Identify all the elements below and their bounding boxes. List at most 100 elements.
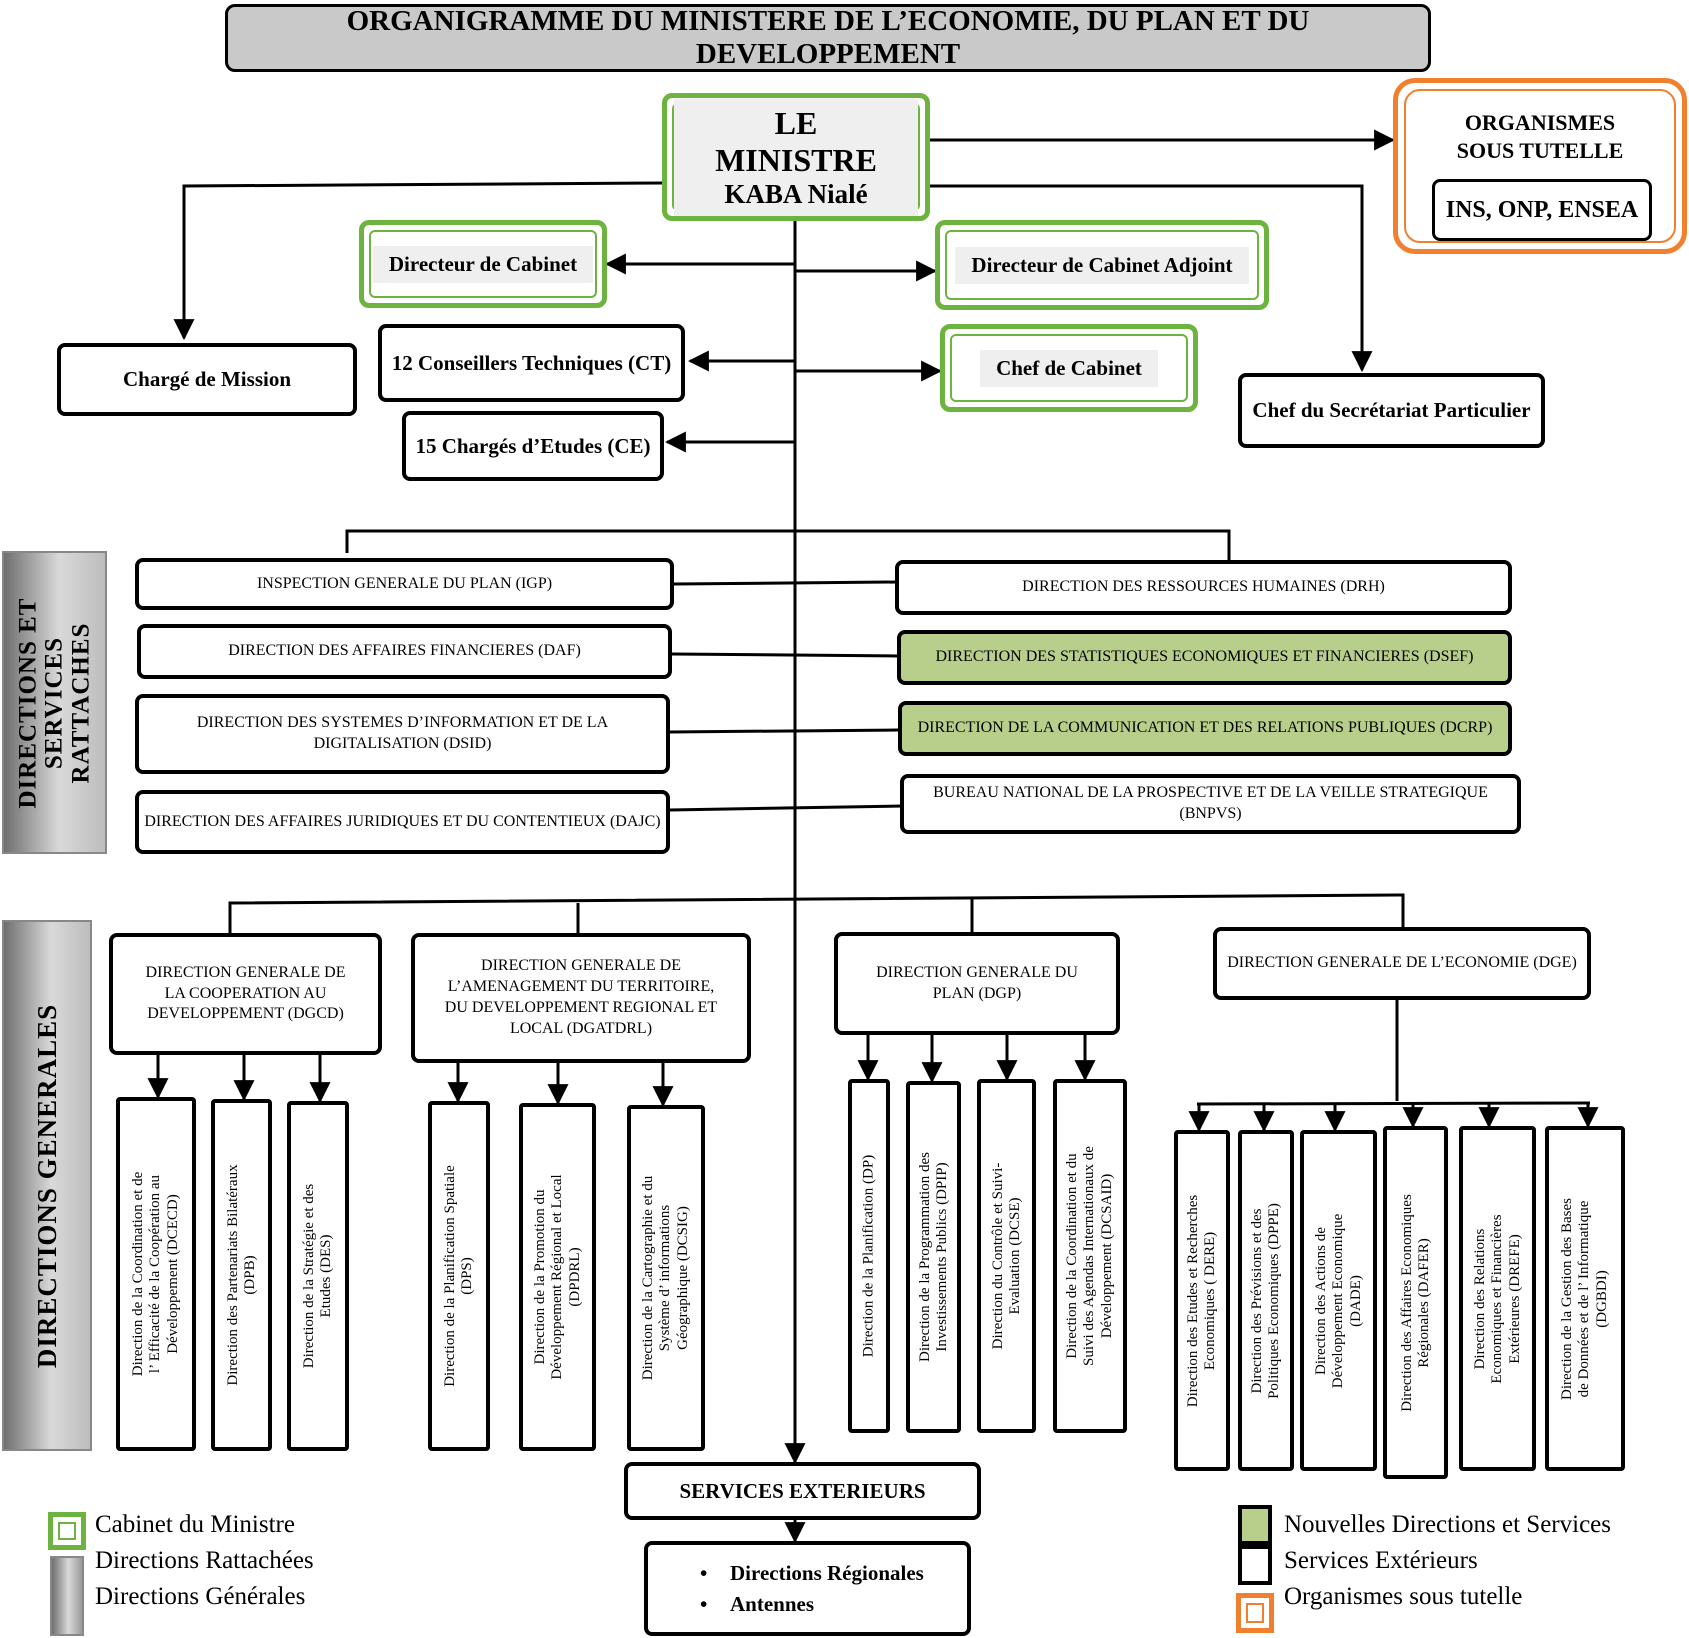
dg-dgatdrl: DIRECTION GENERALE DE L’AMENAGEMENT DU T… [411,933,751,1063]
sub-dpb: Direction des Partenariats Bilatéraux (D… [211,1099,272,1451]
dg-dgcd-label: DIRECTION GENERALE DE LA COOPERATION AU … [145,963,346,1023]
directeur-cabinet-label: Directeur de Cabinet [372,245,594,283]
services-item-regionales: •Directions Régionales [700,1561,924,1586]
rattache-dsid: DIRECTION DES SYSTEMES D’INFORMATION ET … [135,694,670,774]
sub-dcsaid: Direction de la Coordination et du Suivi… [1053,1079,1127,1433]
rattache-dajc: DIRECTION DES AFFAIRES JURIDIQUES ET DU … [135,790,670,854]
rattache-bnpvs-label: BUREAU NATIONAL DE LA PROSPECTIVE ET DE … [933,784,1488,822]
legend-swatch-cabinet [48,1512,86,1550]
sub-dgbdi-label: Direction de la Gestion des Bases de Don… [1559,1197,1610,1400]
organismes-list-text: INS, ONP, ENSEA [1445,196,1639,223]
organismes-list: INS, ONP, ENSEA [1432,179,1652,241]
organismes-title: ORGANISMES SOUS TUTELLE [1456,110,1624,163]
organismes-box: ORGANISMES SOUS TUTELLE INS, ONP, ENSEA [1393,78,1687,254]
dg-dge-label: DIRECTION GENERALE DE L’ECONOMIE (DGE) [1227,954,1577,972]
dg-dge: DIRECTION GENERALE DE L’ECONOMIE (DGE) [1213,927,1591,1000]
services-item-regionales-label: Directions Régionales [730,1561,924,1586]
rattache-daf: DIRECTION DES AFFAIRES FINANCIERES (DAF) [137,624,672,679]
legend-swatch-tutelle [1236,1593,1274,1633]
sub-dpdrl-label: Direction de la Promotion du Développeme… [531,1174,583,1380]
sub-dps: Direction de la Planification Spatiale (… [428,1101,490,1451]
legend-swatch-exterieurs [1238,1545,1272,1585]
title-text: ORGANIGRAMME DU MINISTERE DE L’ECONOMIE,… [346,5,1310,70]
sub-drefe-label: Direction des Relations Economiques et F… [1471,1213,1523,1384]
sub-dpdrl: Direction de la Promotion du Développeme… [519,1103,596,1451]
legend-nouvelles: Nouvelles Directions et Services [1284,1511,1611,1538]
side-label-generales-text: DIRECTIONS GENERALES [31,1003,62,1368]
rattache-dsid-label: DIRECTION DES SYSTEMES D’INFORMATION ET … [196,714,609,752]
sub-dcsaid-label: Direction de la Coordination et du Suivi… [1064,1146,1115,1366]
sub-dcsig-label: Direction de la Cartographie et du Systè… [640,1175,691,1381]
rattache-igp: INSPECTION GENERALE DU PLAN (IGP) [135,558,674,610]
sub-dade-label: Direction des Actions de Développement E… [1312,1213,1364,1388]
charges-etudes-box: 15 Chargés d’Etudes (CE) [402,411,664,481]
sub-dgbdi: Direction de la Gestion des Bases de Don… [1545,1126,1625,1471]
conseillers-techniques-label: 12 Conseillers Techniques (CT) [391,350,672,375]
sub-dcsig: Direction de la Cartographie et du Systè… [627,1105,705,1451]
page-title: ORGANIGRAMME DU MINISTERE DE L’ECONOMIE,… [225,4,1431,72]
sub-dpip: Direction de la Programmation des Invest… [906,1081,961,1433]
legend-cabinet: Cabinet du Ministre [95,1511,295,1538]
rattache-dsef-label: DIRECTION DES STATISTIQUES ECONOMIQUES E… [935,648,1474,666]
rattache-dcrp-label: DIRECTION DE LA COMMUNICATION ET DES REL… [917,719,1493,737]
sub-dade: Direction des Actions de Développement E… [1300,1130,1377,1471]
sub-dps-label: Direction de la Planification Spatiale (… [441,1165,475,1387]
sub-des: Direction de la Stratégie et des Etudes … [287,1101,349,1451]
services-item-antennes: •Antennes [700,1591,815,1616]
rattache-dajc-label: DIRECTION DES AFFAIRES JURIDIQUES ET DU … [144,812,661,830]
chef-cabinet-label: Chef de Cabinet [980,349,1158,387]
chef-cabinet-box: Chef de Cabinet [940,324,1198,412]
services-exterieurs-label: SERVICES EXTERIEURS [679,1478,926,1503]
minister-box: LE MINISTRE KABA Nialé [662,93,930,221]
directeur-cabinet-adjoint-box: Directeur de Cabinet Adjoint [935,220,1269,310]
sub-dcse-label: Direction du Contrôle et Suivi- Evaluati… [989,1162,1023,1350]
dg-dgp-label: DIRECTION GENERALE DU PLAN (DGP) [876,963,1078,1002]
sub-dcse: Direction du Contrôle et Suivi- Evaluati… [977,1079,1036,1433]
conseillers-techniques-box: 12 Conseillers Techniques (CT) [378,324,685,402]
side-label-rattaches: DIRECTIONS ET SERVICES RATTACHES [2,551,107,854]
rattache-daf-label: DIRECTION DES AFFAIRES FINANCIERES (DAF) [228,642,581,660]
sub-dpip-label: Direction de la Programmation des Invest… [916,1152,950,1362]
sub-dppe-label: Direction des Prévisions et des Politiqu… [1248,1202,1282,1399]
sub-dppe: Direction des Prévisions et des Politiqu… [1238,1130,1294,1471]
sub-dere: Direction des Etudes et Recherches Econo… [1174,1130,1230,1471]
dg-dgatdrl-label: DIRECTION GENERALE DE L’AMENAGEMENT DU T… [444,957,718,1037]
charge-mission-label: Chargé de Mission [123,367,291,391]
rattache-dsef: DIRECTION DES STATISTIQUES ECONOMIQUES E… [897,630,1512,685]
secretariat-box: Chef du Secrétariat Particulier [1238,373,1545,448]
minister-name: KABA Nialé [724,178,868,209]
sub-dp: Direction de la Planification (DP) [848,1079,890,1433]
secretariat-label: Chef du Secrétariat Particulier [1252,398,1531,422]
sub-dp-label: Direction de la Planification (DP) [860,1154,877,1358]
rattache-dcrp: DIRECTION DE LA COMMUNICATION ET DES REL… [898,701,1512,756]
legend-rattachees: Directions Rattachées [95,1547,314,1574]
sub-drefe: Direction des Relations Economiques et F… [1459,1126,1536,1471]
directeur-cabinet-box: Directeur de Cabinet [359,220,607,308]
sub-dafer-label: Direction des Affaires Economiques Régio… [1398,1193,1432,1412]
legend-tutelle: Organismes sous tutelle [1284,1583,1523,1610]
directeur-cabinet-adjoint-label: Directeur de Cabinet Adjoint [955,246,1249,284]
legend-generales: Directions Générales [95,1583,306,1610]
side-label-rattaches-text: DIRECTIONS ET SERVICES RATTACHES [14,597,94,808]
dg-dgcd: DIRECTION GENERALE DE LA COOPERATION AU … [109,933,382,1055]
sub-dere-label: Direction des Etudes et Recherches Econo… [1184,1194,1218,1407]
sub-dcecd: Direction de la Coordination et de l’ Ef… [116,1097,196,1451]
dg-dgp: DIRECTION GENERALE DU PLAN (DGP) [834,932,1120,1035]
services-item-antennes-label: Antennes [730,1591,815,1616]
rattache-igp-label: INSPECTION GENERALE DU PLAN (IGP) [256,574,553,592]
legend-swatch-nouvelles [1238,1505,1272,1545]
minister-role: LE MINISTRE [715,104,877,178]
legend-exterieurs: Services Extérieurs [1284,1547,1478,1574]
charges-etudes-label: 15 Chargés d’Etudes (CE) [415,433,651,458]
services-exterieurs-box: SERVICES EXTERIEURS [624,1462,981,1520]
side-label-generales: DIRECTIONS GENERALES [2,920,92,1451]
sub-des-label: Direction de la Stratégie et des Etudes … [300,1183,334,1369]
rattache-drh: DIRECTION DES RESSOURCES HUMAINES (DRH) [895,560,1512,615]
rattache-drh-label: DIRECTION DES RESSOURCES HUMAINES (DRH) [1022,578,1385,596]
sub-dafer: Direction des Affaires Economiques Régio… [1383,1126,1448,1479]
rattache-bnpvs: BUREAU NATIONAL DE LA PROSPECTIVE ET DE … [900,774,1521,834]
sub-dpb-label: Direction des Partenariats Bilatéraux (D… [224,1164,258,1386]
services-list-box: •Directions Régionales •Antennes [644,1541,971,1636]
charge-mission-box: Chargé de Mission [57,343,357,416]
